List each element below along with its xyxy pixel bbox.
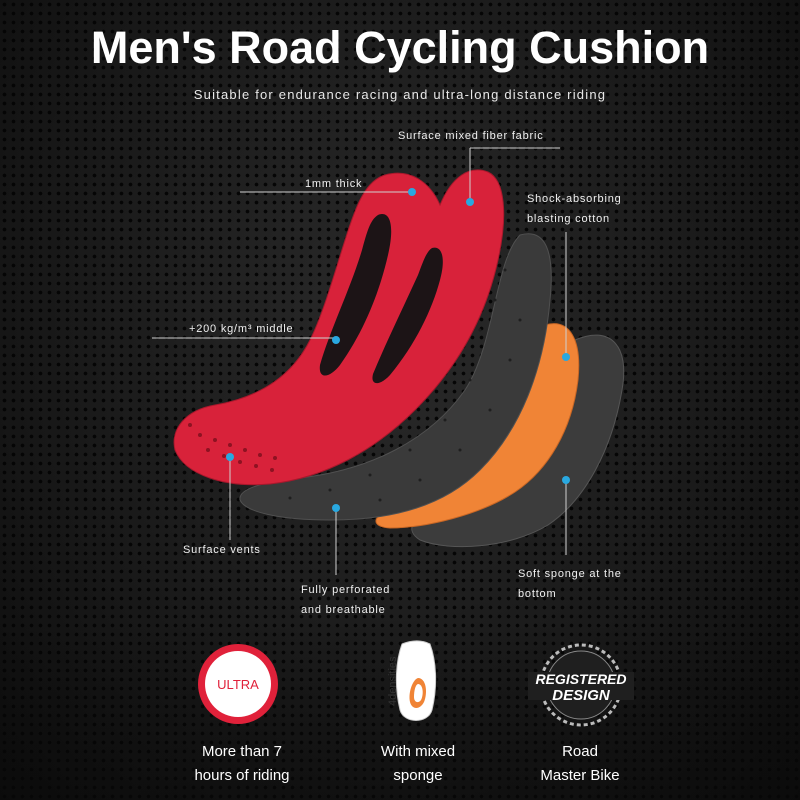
registered-design-icon: REGISTERED DESIGN bbox=[528, 643, 634, 727]
four-densities-icon: 4densities bbox=[388, 640, 437, 721]
callout-density: +200 kg/m³ middle bbox=[189, 323, 294, 335]
perforation-pattern bbox=[288, 268, 522, 502]
callout-bottom-line1: Soft sponge at the bbox=[518, 568, 622, 580]
callout-lines bbox=[152, 147, 567, 575]
ultra-badge-icon: ULTRA bbox=[198, 644, 278, 724]
feature-registered: Road Master Bike bbox=[500, 740, 660, 788]
callout-shock-line1: Shock-absorbing bbox=[527, 193, 622, 205]
callout-vents: Surface vents bbox=[183, 544, 261, 556]
callout-bottom-line2: bottom bbox=[518, 588, 557, 600]
perforated-layer bbox=[239, 233, 552, 521]
feature-densities: With mixed sponge bbox=[338, 740, 498, 788]
feature-ultra-line2: hours of riding bbox=[194, 767, 290, 784]
ultra-badge-text: ULTRA bbox=[217, 677, 259, 692]
densities-text: 4densities bbox=[388, 656, 399, 706]
feature-ultra: More than 7 hours of riding bbox=[162, 740, 322, 788]
page-title: Men's Road Cycling Cushion bbox=[90, 22, 710, 73]
feature-densities-line2: sponge bbox=[393, 767, 443, 784]
gel-inlay-pattern bbox=[319, 214, 443, 384]
registered-text: REGISTERED bbox=[535, 671, 626, 687]
feature-registered-line1: Road bbox=[562, 743, 598, 760]
callout-shock-line2: blasting cotton bbox=[527, 213, 610, 225]
feature-registered-line2: Master Bike bbox=[540, 767, 620, 784]
design-text: DESIGN bbox=[552, 687, 611, 704]
feature-ultra-line1: More than 7 bbox=[201, 743, 283, 760]
callout-perforated-line1: Fully perforated bbox=[301, 584, 391, 596]
callout-perforated-line2: and breathable bbox=[301, 604, 386, 616]
page-subtitle: Suitable for endurance racing and ultra-… bbox=[193, 87, 607, 102]
feature-densities-line1: With mixed bbox=[380, 743, 456, 760]
callout-thickness: 1mm thick bbox=[305, 178, 363, 190]
callout-surface-fabric: Surface mixed fiber fabric bbox=[398, 130, 544, 142]
callout-dots bbox=[226, 188, 570, 512]
surface-vent-pattern bbox=[188, 423, 277, 472]
